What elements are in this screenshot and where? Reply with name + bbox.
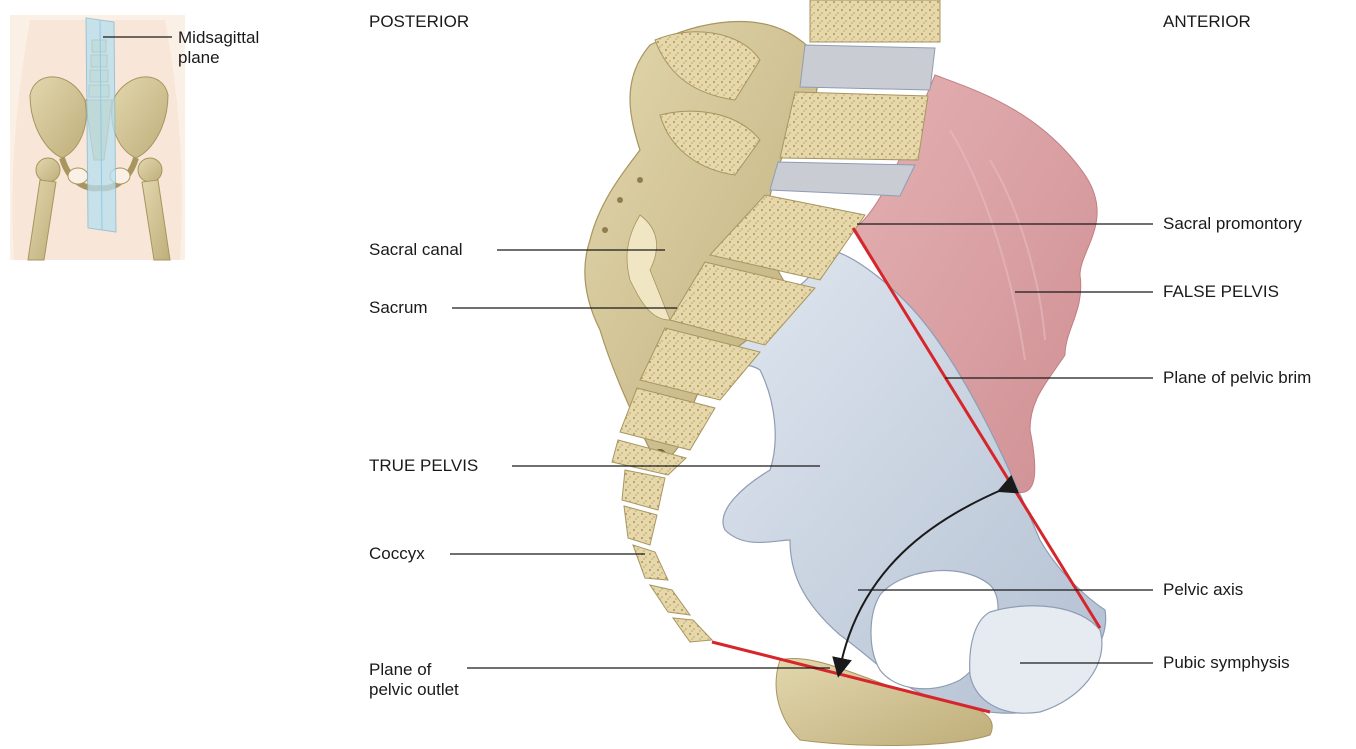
plane-of-pelvic-outlet-label: Plane of pelvic outlet bbox=[369, 660, 459, 700]
false-pelvis-label: FALSE PELVIS bbox=[1163, 282, 1279, 302]
midsagittal-label-line1: Midsagittal bbox=[178, 28, 259, 48]
posterior-label: POSTERIOR bbox=[369, 12, 469, 32]
pelvic-outlet-label-line1: Plane of bbox=[369, 660, 459, 680]
sacral-promontory-label: Sacral promontory bbox=[1163, 214, 1302, 234]
pubic-symphysis-surface bbox=[970, 606, 1102, 713]
pelvic-axis-label: Pelvic axis bbox=[1163, 580, 1243, 600]
coccyx-bone bbox=[622, 470, 712, 642]
midsagittal-plane-label: Midsagittal plane bbox=[178, 28, 259, 68]
pubic-symphysis-label: Pubic symphysis bbox=[1163, 653, 1290, 673]
plane-of-pelvic-brim-label: Plane of pelvic brim bbox=[1163, 368, 1311, 388]
true-pelvis-label: TRUE PELVIS bbox=[369, 456, 478, 476]
sacrum-label: Sacrum bbox=[369, 298, 428, 318]
midsagittal-label-line2: plane bbox=[178, 48, 259, 68]
anterior-label: ANTERIOR bbox=[1163, 12, 1251, 32]
lumbar-vertebrae bbox=[770, 0, 940, 196]
pelvic-outlet-label-line2: pelvic outlet bbox=[369, 680, 459, 700]
inset-pelvis-illustration bbox=[10, 15, 185, 260]
coccyx-label: Coccyx bbox=[369, 544, 425, 564]
sacral-canal-label: Sacral canal bbox=[369, 240, 463, 260]
